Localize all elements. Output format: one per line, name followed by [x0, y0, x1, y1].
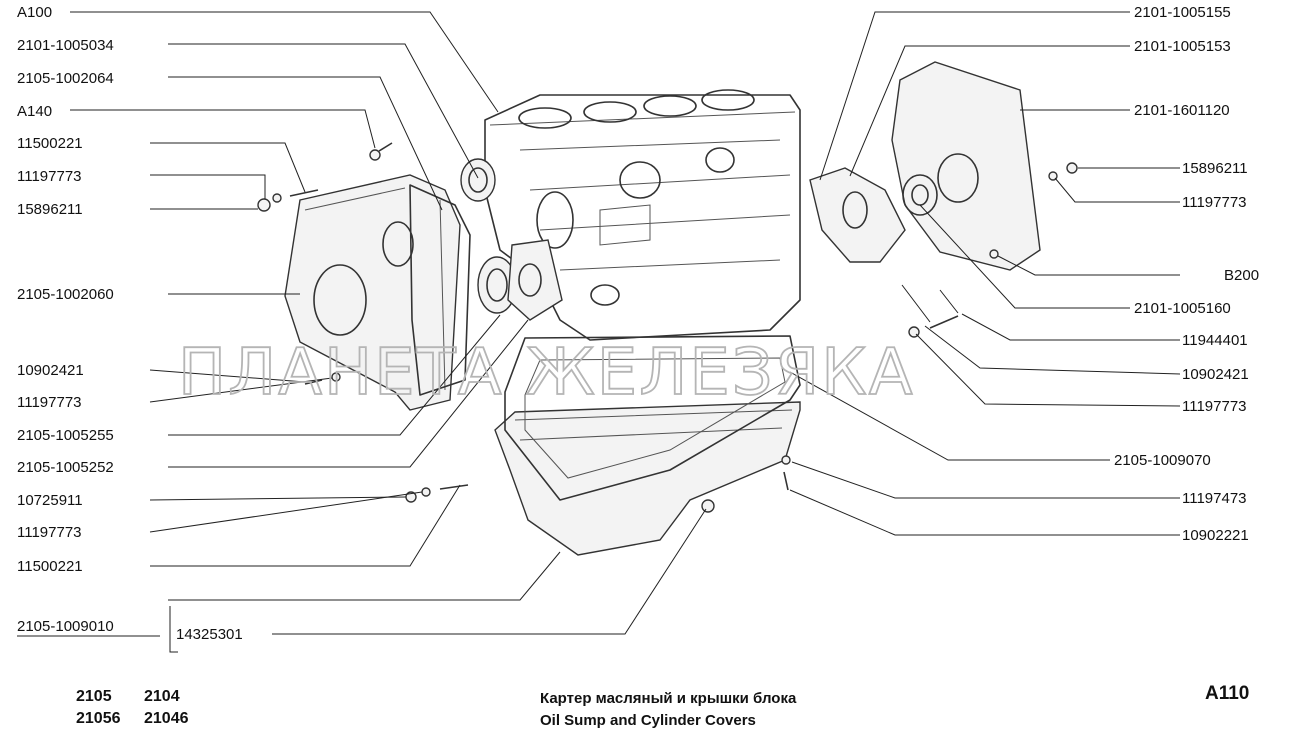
rear-cover [891, 61, 1041, 271]
part-label: 10902221 [1182, 527, 1249, 544]
diagram-caption: Картер масляный и крышки блока Oil Sump … [540, 688, 796, 732]
part-label: 11500221 [17, 135, 83, 152]
model-code: 2104 [144, 688, 180, 705]
part-labels-left: A100 2101-1005034 2105-1002064 A140 1150… [17, 4, 243, 643]
sump-gasket [504, 335, 801, 501]
leader-lines [70, 11, 1181, 653]
part-label: 15896211 [17, 201, 83, 218]
part-labels-right: 2101-1005155 2101-1005153 2101-1601120 1… [1114, 4, 1259, 544]
part-label: 11197473 [1182, 490, 1247, 507]
front-oil-seal [460, 158, 496, 202]
caption-english: Oil Sump and Cylinder Covers [540, 712, 756, 729]
part-label: 10902421 [1182, 366, 1249, 383]
part-label: 2101-1005034 [17, 37, 114, 54]
part-label: 2105-1002060 [17, 286, 114, 303]
part-label: 11197773 [17, 394, 82, 411]
front-gasket [409, 184, 471, 396]
front-cover [284, 174, 461, 411]
part-label: 11197773 [17, 524, 82, 541]
part-label: 11197773 [1182, 398, 1247, 415]
part-label: 10902421 [17, 362, 84, 379]
part-label: 11197773 [17, 168, 82, 185]
part-label: 2101-1005160 [1134, 300, 1231, 317]
part-label: 11944401 [1182, 332, 1248, 349]
part-label: 11500221 [17, 558, 83, 575]
part-label: 14325301 [176, 626, 243, 643]
part-label: 2101-1005155 [1134, 4, 1231, 21]
sheet-number: A110 [1205, 683, 1250, 704]
part-label: A140 [17, 103, 52, 120]
rear-seal-holder [507, 239, 563, 321]
part-label: 2101-1005153 [1134, 38, 1231, 55]
rear-seal-housing [809, 167, 906, 263]
part-label: 2105-1009070 [1114, 452, 1211, 469]
caption-russian: Картер масляный и крышки блока [540, 690, 797, 707]
part-label: 11197773 [1182, 194, 1247, 211]
part-label: 2105-1005252 [17, 459, 114, 476]
part-label: 10725911 [17, 492, 83, 509]
part-label: B200 [1224, 267, 1259, 284]
part-label: 2105-1002064 [17, 70, 114, 87]
part-label: 15896211 [1182, 160, 1248, 177]
watermark: ПЛАНЕТА ЖЕЛЕЗЯКА [178, 336, 914, 410]
part-label: 2105-1009010 [17, 618, 114, 635]
oil-sump [494, 401, 801, 556]
part-label: A100 [17, 4, 52, 21]
model-code: 21056 [76, 710, 121, 727]
part-label: 2101-1601120 [1134, 102, 1230, 119]
part-label: 2105-1005255 [17, 427, 114, 444]
model-code: 21046 [144, 710, 189, 727]
engine-block [484, 89, 801, 341]
model-code: 2105 [76, 688, 112, 705]
